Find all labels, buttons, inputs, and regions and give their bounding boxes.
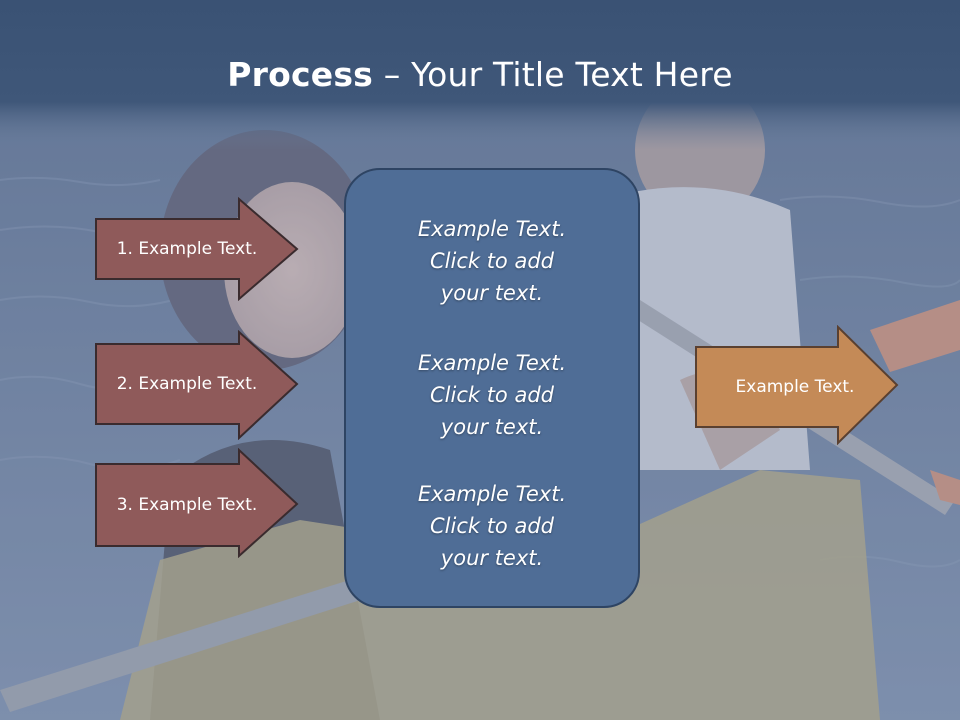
center-item-3[interactable]: Example Text. Click to add your text. [344,478,640,574]
result-arrow[interactable] [694,325,900,445]
center-item-1-line-3: your text. [440,281,544,305]
center-item-2-line-1: Example Text. [417,351,567,375]
center-item-1[interactable]: Example Text. Click to add your text. [344,213,640,309]
slide-title[interactable]: Process – Your Title Text Here [0,52,960,98]
step-label-1: 1. Example Text. [116,239,258,259]
center-item-1-line-2: Click to add [429,249,554,273]
center-item-2-line-3: your text. [440,415,544,439]
center-content-box[interactable] [344,168,640,608]
result-label: Example Text. [735,377,855,397]
step-arrow-2[interactable] [94,330,300,440]
title-rest: – Your Title Text Here [373,55,733,94]
center-item-2-line-2: Click to add [429,383,554,407]
step-label-2: 2. Example Text. [116,374,258,394]
center-item-3-line-1: Example Text. [417,482,567,506]
step-arrow-3[interactable] [94,448,300,558]
step-label-3: 3. Example Text. [116,495,258,515]
title-bold: Process [227,55,374,94]
center-item-3-line-3: your text. [440,546,544,570]
center-item-3-line-2: Click to add [429,514,554,538]
center-item-1-line-1: Example Text. [417,217,567,241]
step-arrow-1[interactable] [94,197,300,301]
center-item-2[interactable]: Example Text. Click to add your text. [344,347,640,443]
